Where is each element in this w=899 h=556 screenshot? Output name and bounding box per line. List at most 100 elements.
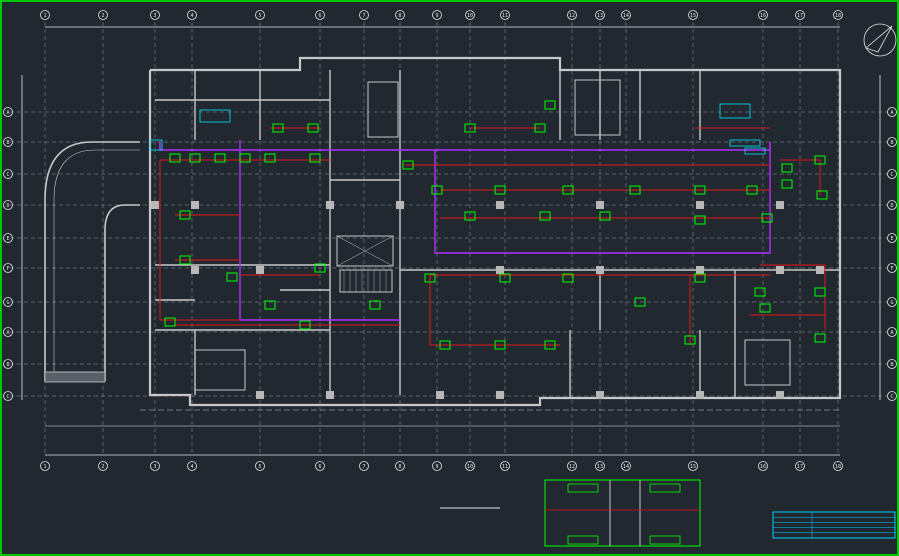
axis-bubble xyxy=(359,461,369,471)
axis-bubble xyxy=(98,461,108,471)
axis-bubble xyxy=(359,10,369,20)
fan-coil-unit xyxy=(781,179,793,189)
stair-n xyxy=(367,81,399,138)
fan-coil-unit xyxy=(307,123,319,133)
fan-coil-unit xyxy=(694,215,706,225)
axis-bubble xyxy=(887,200,897,210)
axis-bubble xyxy=(833,10,843,20)
structural-column xyxy=(256,391,264,399)
equipment-tag xyxy=(149,139,163,151)
structural-column xyxy=(326,391,334,399)
supply-pipe xyxy=(429,275,560,346)
drawing-frame-bottom xyxy=(0,554,899,556)
axis-bubble-label: 12 xyxy=(569,464,575,470)
structural-column xyxy=(326,201,334,209)
equipment-tag xyxy=(729,139,761,147)
fan-coil-unit xyxy=(629,185,641,195)
axis-bubble-label: 17 xyxy=(797,464,803,470)
fan-coil-unit xyxy=(431,185,443,195)
axis-bubble-label: 18 xyxy=(835,13,841,19)
axis-bubble-label: 8 xyxy=(398,464,401,470)
axis-bubble-label: D xyxy=(6,203,9,209)
fan-coil-unit xyxy=(169,153,181,163)
axis-bubble xyxy=(3,359,13,369)
structural-column xyxy=(596,266,604,274)
axis-bubble xyxy=(887,169,897,179)
detail-unit xyxy=(567,483,599,493)
fan-coil-unit xyxy=(544,100,556,110)
axis-bubble xyxy=(3,391,13,401)
north-arrow-circle xyxy=(863,23,897,57)
axis-grid xyxy=(10,22,888,456)
axis-bubble xyxy=(395,461,405,471)
curved-ramp xyxy=(44,141,140,381)
fan-coil-unit xyxy=(299,320,311,330)
structural-column xyxy=(696,266,704,274)
axis-bubble xyxy=(3,169,13,179)
ramp-base xyxy=(44,371,106,383)
axis-bubble xyxy=(758,10,768,20)
structural-column xyxy=(696,201,704,209)
axis-bubble xyxy=(98,10,108,20)
structural-column xyxy=(191,266,199,274)
axis-bubble-label: 6 xyxy=(318,464,321,470)
supply-pipe xyxy=(760,264,826,330)
axis-bubble xyxy=(432,10,442,20)
fan-coil-unit xyxy=(424,273,436,283)
axis-bubble xyxy=(187,461,197,471)
axis-bubble-label: 1 xyxy=(43,13,46,19)
axis-bubble xyxy=(833,461,843,471)
axis-bubble-label: G xyxy=(890,300,893,306)
detail-plan xyxy=(544,479,701,547)
fan-coil-unit xyxy=(226,272,238,282)
structural-column xyxy=(496,201,504,209)
hvac-units xyxy=(149,100,828,350)
fan-coil-unit xyxy=(439,340,451,350)
axis-bubble-label: 2 xyxy=(101,464,104,470)
detail-frame xyxy=(544,479,701,547)
axis-bubble xyxy=(255,10,265,20)
axis-bubble-label: 13 xyxy=(597,464,603,470)
axis-bubble-label: F xyxy=(6,266,9,272)
axis-bubble xyxy=(795,461,805,471)
fan-coil-unit xyxy=(189,153,201,163)
axis-bubble xyxy=(465,10,475,20)
fan-coil-unit xyxy=(746,185,758,195)
fan-coil-unit xyxy=(562,273,574,283)
supply-pipe xyxy=(159,160,240,321)
axis-bubble-label: B xyxy=(6,140,9,146)
axis-bubble-label: 11 xyxy=(502,13,508,19)
axis-bubble-label: 9 xyxy=(435,13,438,19)
building-outline xyxy=(148,56,842,407)
curved-ramp-inner xyxy=(53,149,140,373)
fan-coil-unit xyxy=(534,123,546,133)
elevator-cross xyxy=(336,235,394,267)
axis-bubble-label: 12 xyxy=(569,13,575,19)
axis-bubble xyxy=(887,107,897,117)
axis-bubble-label: C xyxy=(6,172,9,178)
fan-coil-unit xyxy=(814,155,826,165)
supply-pipe xyxy=(780,159,821,195)
axis-bubble xyxy=(315,461,325,471)
axis-bubble-label: 8 xyxy=(398,13,401,19)
axis-bubble xyxy=(887,391,897,401)
fan-coil-unit xyxy=(499,273,511,283)
axis-bubble-label: G xyxy=(6,300,9,306)
axis-bubble-label: 4 xyxy=(190,13,193,19)
axis-bubble xyxy=(887,263,897,273)
axis-bubble xyxy=(500,10,510,20)
fan-coil-unit xyxy=(264,300,276,310)
axis-bubble xyxy=(887,297,897,307)
fan-coil-unit xyxy=(164,317,176,327)
detail-unit xyxy=(567,535,599,545)
axis-bubble xyxy=(150,10,160,20)
fan-coil-unit xyxy=(239,153,251,163)
fan-coil-unit xyxy=(214,153,226,163)
axis-bubble-label: 7 xyxy=(362,13,365,19)
drawing-frame-right xyxy=(897,0,899,556)
fan-coil-unit xyxy=(309,153,321,163)
axis-bubble xyxy=(465,461,475,471)
axis-bubble xyxy=(595,10,605,20)
axis-bubble-label: A xyxy=(890,330,893,336)
